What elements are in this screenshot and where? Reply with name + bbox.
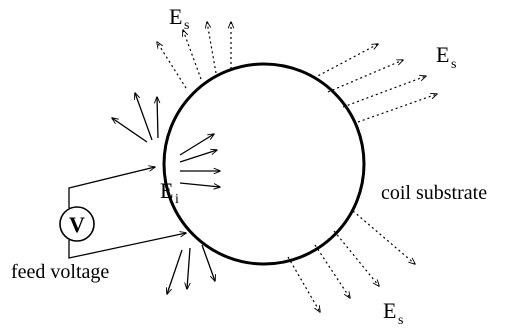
feed-wires: [68, 167, 186, 259]
coil-substrate-circle: [162, 62, 366, 266]
es-label-top: E: [169, 4, 182, 29]
ei-label-subscript: i: [175, 192, 179, 207]
field-arrows-lower-left: [167, 244, 215, 294]
es-label-right-subscript: s: [451, 57, 456, 72]
ei-label: E: [160, 178, 173, 203]
es-label-bottom-subscript: s: [398, 313, 403, 328]
scattered-field-arrows-top: [157, 22, 231, 89]
voltage-source-symbol: V: [69, 212, 85, 237]
field-arrows-upper-left: [112, 93, 158, 143]
es-label-right: E: [436, 42, 449, 67]
voltage-source-circle: [59, 206, 95, 242]
scattered-field-arrows-right: [313, 44, 437, 123]
es-label-bottom: E: [383, 298, 396, 323]
es-label-top-subscript: s: [184, 18, 189, 33]
scattered-field-arrows-bottom: [287, 210, 415, 312]
coil-substrate-label: coil substrate: [381, 182, 487, 204]
incident-field-arrows: [179, 134, 220, 187]
feed-voltage-label: feed voltage: [11, 261, 109, 283]
